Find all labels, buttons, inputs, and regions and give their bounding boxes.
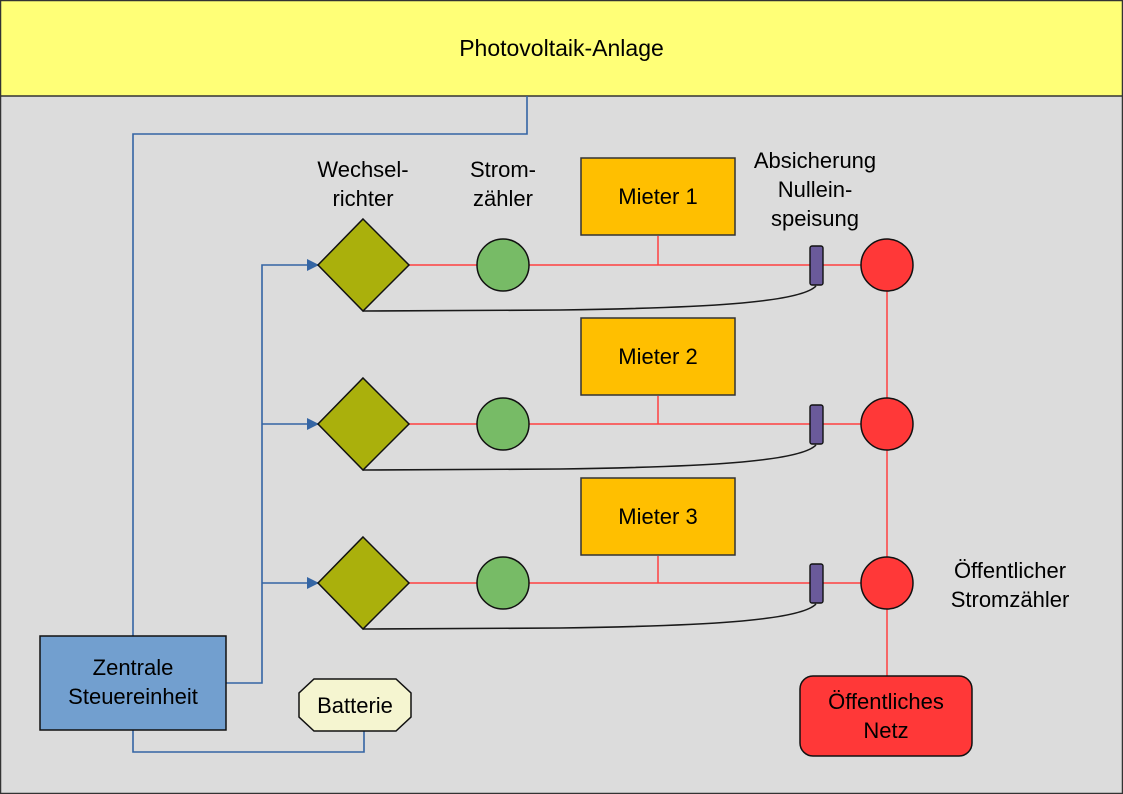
meter-label-line1: Strom- — [470, 157, 536, 182]
public-meter-1[interactable] — [860, 238, 914, 292]
fuse-3[interactable] — [809, 563, 824, 604]
inverter-2[interactable] — [316, 376, 411, 472]
public-meter-3[interactable] — [860, 556, 914, 610]
control-unit-box[interactable] — [39, 635, 227, 731]
meter-3[interactable] — [476, 556, 530, 610]
fuse-label: Absicherung Nullein- speisung — [735, 146, 895, 233]
fuse-1-signal-line — [362, 285, 817, 312]
meter-1[interactable] — [476, 238, 530, 292]
fuse-label-line1: Absicherung — [753, 148, 877, 173]
meter-label-line2: zähler — [473, 186, 533, 211]
tenant-1-label: Mieter 1 — [618, 184, 698, 209]
public-grid-box[interactable] — [799, 675, 973, 757]
public-meter-label-line1: Öffentlicher — [953, 558, 1067, 583]
tenant-1-box[interactable] — [580, 157, 736, 236]
control-unit-label: Zentrale Steuereinheit — [40, 653, 226, 711]
pv-system-block[interactable] — [0, 0, 1123, 97]
tenant-3-label: Mieter 3 — [618, 504, 698, 529]
fuse-1[interactable] — [809, 245, 824, 286]
control-unit-label-line1: Zentrale — [92, 655, 174, 680]
control-unit-label-line2: Steuereinheit — [68, 684, 198, 709]
public-grid-label-line1: Öffentliches — [828, 689, 944, 714]
tenant-2-label: Mieter 2 — [618, 344, 698, 369]
meter-2[interactable] — [476, 397, 530, 451]
meter-label: Strom- zähler — [443, 155, 563, 213]
fuse-3-signal-line — [362, 603, 817, 630]
battery-label: Batterie — [317, 693, 393, 718]
public-meter-2[interactable] — [860, 397, 914, 451]
inverter-3[interactable] — [316, 535, 411, 631]
control-to-inverter-1-line — [226, 259, 319, 684]
public-grid-label: Öffentliches Netz — [800, 687, 972, 745]
fuse-label-line2: Nullein- — [777, 177, 853, 202]
tenant-2-box[interactable] — [580, 317, 736, 396]
fuse-2[interactable] — [809, 404, 824, 445]
fuse-2-signal-line — [362, 444, 817, 471]
public-meter-label-line2: Stromzähler — [950, 587, 1070, 612]
control-to-battery-line — [132, 730, 365, 753]
battery-box[interactable] — [298, 678, 412, 732]
inverter-1[interactable] — [316, 217, 411, 313]
pv-system-label: Photovoltaik-Anlage — [459, 35, 664, 61]
public-meter-label: Öffentlicher Stromzähler — [930, 556, 1090, 614]
pv-to-control-line — [132, 96, 528, 636]
inverter-label: Wechsel- richter — [283, 155, 443, 213]
inverter-label-line2: richter — [332, 186, 394, 211]
fuse-label-line3: speisung — [770, 206, 860, 231]
public-grid-label-line2: Netz — [863, 718, 909, 743]
tenant-3-box[interactable] — [580, 477, 736, 556]
inverter-label-line1: Wechsel- — [317, 157, 409, 182]
